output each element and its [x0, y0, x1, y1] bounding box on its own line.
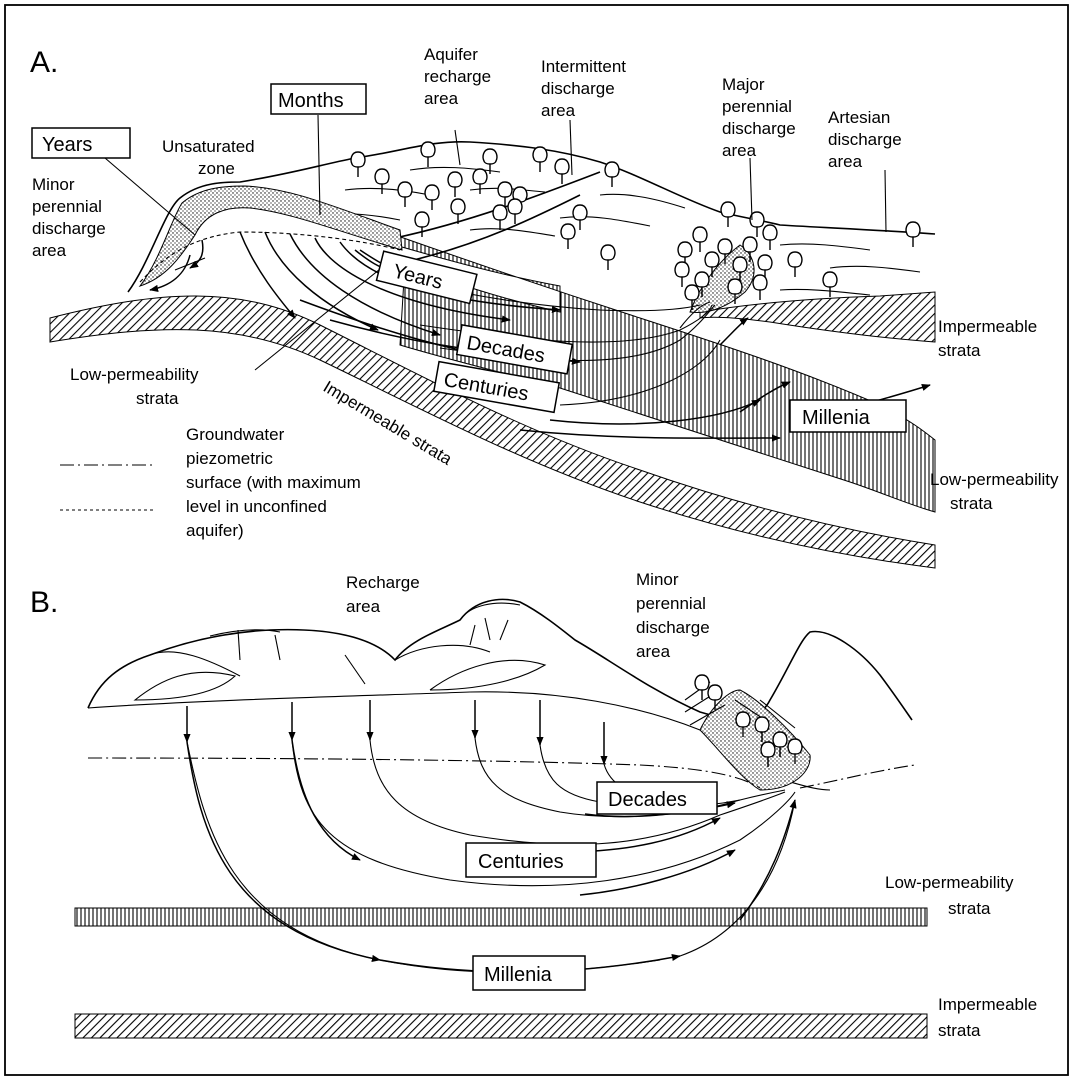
svg-text:Decades: Decades — [608, 789, 687, 811]
centuries-box-b: Centuries — [466, 843, 596, 877]
major-perennial-label: Major perennial discharge area — [722, 75, 800, 160]
panel-b: B. — [30, 570, 1042, 1040]
panel-b-letter: B. — [30, 586, 58, 619]
svg-text:Millenia: Millenia — [802, 407, 871, 429]
millenia-box-a: Millenia — [790, 400, 906, 432]
months-box: Months — [271, 84, 366, 114]
decades-box-b: Decades — [597, 782, 717, 814]
millenia-box-b: Millenia — [473, 956, 585, 990]
years-box-top: Years — [32, 128, 130, 158]
low-permeability-right-label: Low-permeability strata — [930, 470, 1063, 513]
low-permeability-left-label: Low-permeability strata — [70, 365, 203, 408]
recharge-area-label: Recharge area — [346, 573, 424, 616]
low-permeability-stratum-b — [75, 908, 927, 926]
svg-text:Millenia: Millenia — [484, 964, 553, 986]
intermittent-discharge-label: Intermittent discharge area — [541, 57, 631, 120]
svg-text:Months: Months — [278, 90, 344, 112]
panel-a: A. — [30, 45, 1063, 568]
unsaturated-zone-label: Unsaturated zone — [162, 137, 259, 178]
minor-perennial-label-a: Minor perennial discharge area — [32, 175, 110, 260]
impermeable-label-b: Impermeable strata — [938, 995, 1042, 1040]
artesian-discharge-label: Artesian discharge area — [828, 108, 906, 171]
panel-a-letter: A. — [30, 46, 58, 79]
svg-text:Centuries: Centuries — [478, 851, 564, 873]
impermeable-stratum-b — [75, 1014, 927, 1038]
flow-lines-b — [187, 700, 795, 972]
svg-text:Years: Years — [42, 134, 92, 156]
legend-text: Groundwater piezometric surface (with ma… — [186, 425, 366, 540]
unsaturated-zone-stipple — [140, 186, 402, 286]
minor-perennial-label-b: Minor perennial discharge area — [636, 570, 714, 661]
land-surface-a — [128, 142, 935, 292]
aquifer-recharge-label: Aquifer recharge area — [424, 45, 496, 108]
impermeable-strata-right-label: Impermeable strata — [938, 317, 1042, 360]
legend-a: Groundwater piezometric surface (with ma… — [60, 425, 366, 540]
